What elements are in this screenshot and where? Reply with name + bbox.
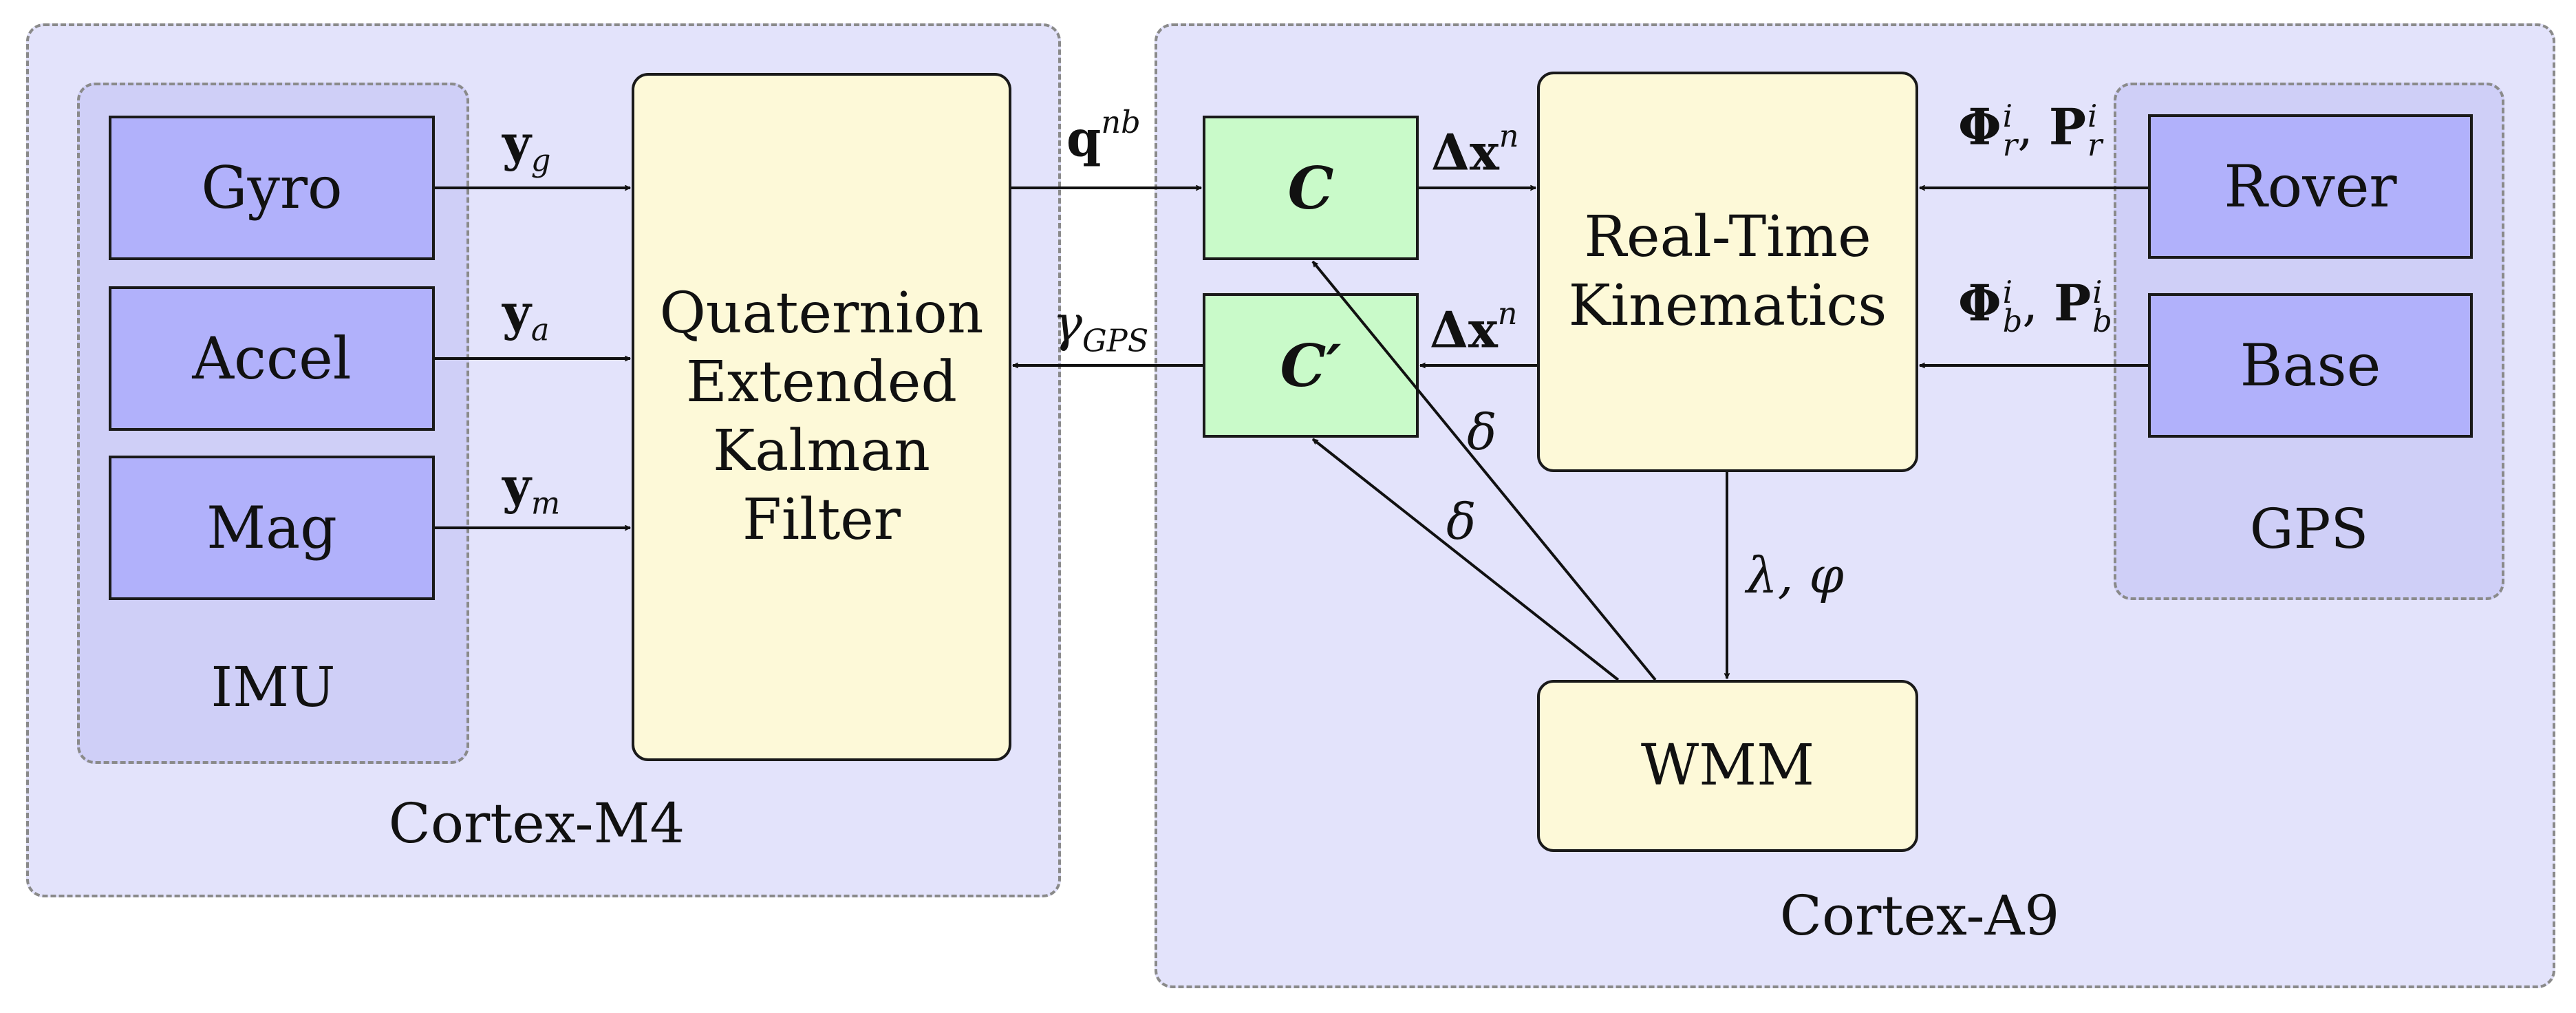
c-transform-block: C [1203, 116, 1419, 260]
qekf-line-4: Filter [742, 487, 901, 553]
quaternion-ekf-block: Quaternion Extended Kalman Filter [632, 73, 1011, 761]
dx-n-top-label: Δxn [1431, 118, 1519, 182]
accel-block: Accel [109, 286, 435, 431]
lambda-phi-label: λ, φ [1746, 546, 1844, 604]
qekf-line-1: Quaternion [659, 280, 984, 346]
base-block: Base [2148, 293, 2473, 438]
rover-block: Rover [2148, 114, 2473, 259]
cortex-m4-label: Cortex-M4 [388, 791, 685, 855]
rtk-block: Real-Time Kinematics [1537, 72, 1918, 472]
delta-lower-label: δ [1446, 493, 1477, 551]
delta-upper-label: δ [1467, 403, 1497, 461]
rtk-line-1: Real-Time [1584, 204, 1871, 270]
gyro-block: Gyro [109, 116, 435, 260]
qekf-line-2: Extended [686, 349, 957, 415]
gamma-gps-label: γGPS [1053, 295, 1149, 359]
wmm-block: WMM [1537, 680, 1918, 852]
y-g-label: yg [502, 114, 551, 179]
qekf-line-3: Kalman [713, 418, 930, 484]
y-m-label: ym [502, 456, 561, 522]
rtk-line-2: Kinematics [1568, 273, 1887, 339]
c-prime-transform-block: C′ [1203, 293, 1419, 438]
delta-cprime-wire [1313, 438, 1620, 681]
mag-block: Mag [109, 456, 435, 600]
dx-n-bottom-label: Δxn [1430, 296, 1518, 359]
q-nb-label: qnb [1066, 105, 1141, 168]
delta-c-wire [1311, 260, 1657, 681]
y-a-label: ya [502, 283, 550, 348]
gps-label: GPS [2249, 497, 2369, 561]
cortex-a9-label: Cortex-A9 [1779, 884, 2060, 948]
imu-label: IMU [211, 655, 336, 719]
